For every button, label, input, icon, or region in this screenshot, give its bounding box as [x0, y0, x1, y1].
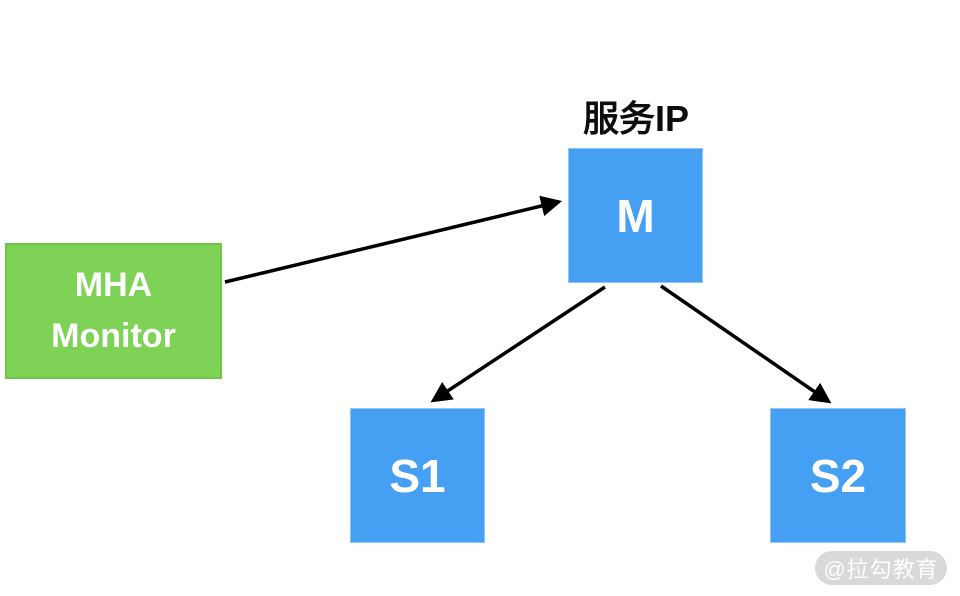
node-slave2: S2	[770, 408, 906, 543]
service-ip-label: 服务IP	[582, 98, 689, 139]
node-master-label: M	[616, 189, 655, 242]
node-slave2-label: S2	[809, 449, 867, 502]
watermark-badge: @拉勾教育	[815, 551, 947, 585]
node-slave1-label: S1	[389, 449, 446, 502]
node-mha-monitor-label: MHA Monitor	[51, 266, 176, 355]
arrow-master-to-slave1-icon	[430, 285, 606, 403]
arrow-master-to-slave2-icon	[660, 284, 832, 404]
node-mha-monitor: MHA Monitor	[5, 243, 222, 379]
node-slave1: S1	[350, 408, 485, 543]
arrow-monitor-to-master-icon	[224, 195, 563, 284]
watermark-text: @拉勾教育	[823, 557, 939, 582]
node-master: M	[568, 148, 703, 283]
